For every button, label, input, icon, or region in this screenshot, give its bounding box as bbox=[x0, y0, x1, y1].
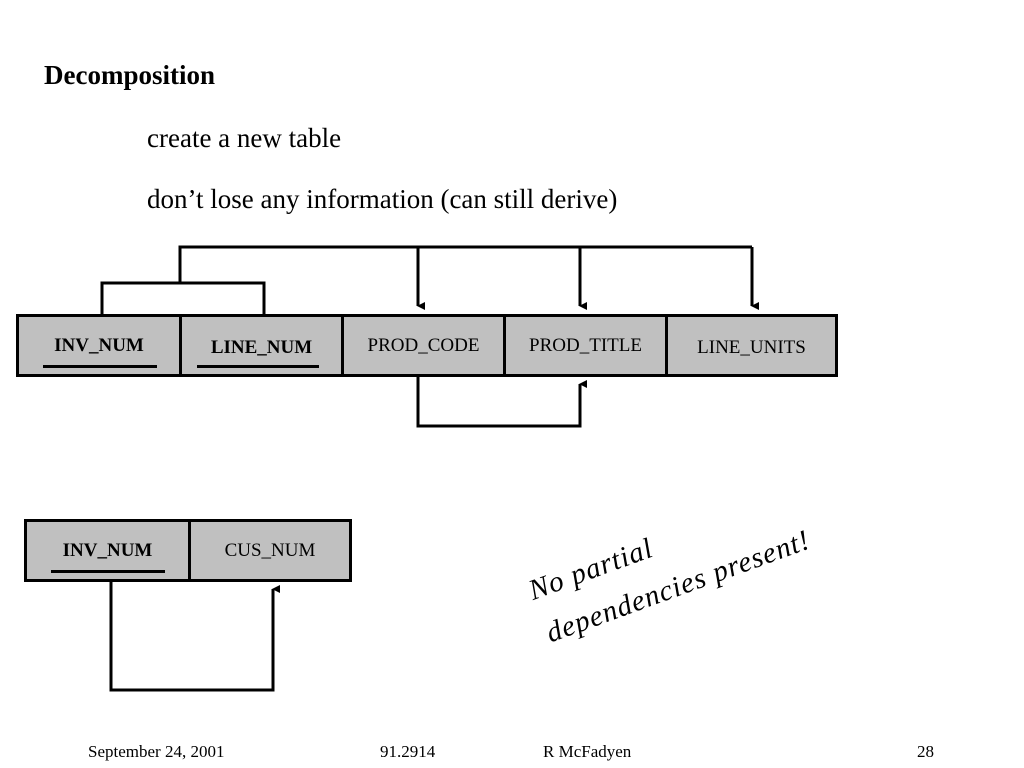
key-underline bbox=[43, 365, 157, 368]
column-cus-num: CUS_NUM bbox=[224, 540, 316, 561]
footer-author: R McFadyen bbox=[543, 742, 632, 761]
column-prod-title: PROD_TITLE bbox=[506, 317, 668, 374]
column-prod-code: PROD_CODE bbox=[344, 317, 506, 374]
transitive-dependency-line bbox=[416, 375, 587, 428]
key-underline bbox=[51, 570, 165, 573]
invoice-line-table: INV_NUM LINE_NUM PROD_CODE PROD_TITLE LI… bbox=[16, 314, 838, 377]
column-line-num: LINE_NUM bbox=[182, 317, 344, 374]
full-dependency-line bbox=[178, 245, 752, 283]
composite-key-bracket bbox=[100, 281, 266, 316]
invoice-table: INV_NUM CUS_NUM bbox=[24, 519, 352, 582]
invoice-dependency-line bbox=[109, 580, 280, 692]
column-line-units: LINE_UNITS bbox=[697, 337, 806, 358]
footer-page-number: 28 bbox=[917, 742, 934, 761]
key-underline bbox=[197, 365, 319, 368]
slide-title: Decomposition bbox=[44, 60, 215, 90]
column-inv-num: INV_NUM bbox=[19, 317, 182, 374]
column-inv-num: INV_NUM bbox=[27, 522, 191, 579]
bullet-create-table: create a new table bbox=[147, 123, 342, 153]
footer-date: September 24, 2001 bbox=[88, 742, 225, 761]
footer-course: 91.2914 bbox=[380, 742, 436, 761]
bullet-no-info-loss: don’t lose any information (can still de… bbox=[147, 184, 618, 214]
